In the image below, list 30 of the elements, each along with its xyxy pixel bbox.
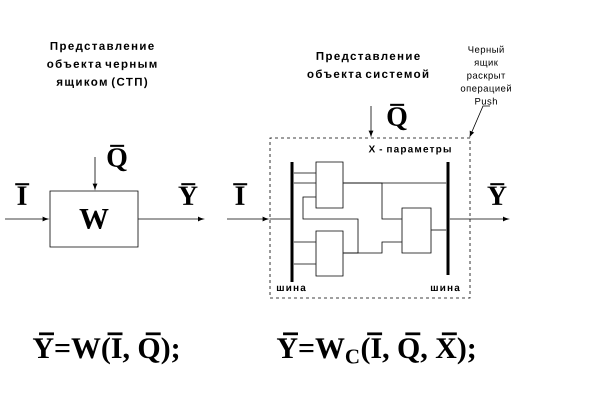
leader-line <box>470 106 490 137</box>
formula: Y̅=W(I̅, Q̅); <box>32 332 178 364</box>
heading: Представление объекта черным ящиком (СТП) <box>47 42 156 88</box>
arrow <box>4 216 48 222</box>
arrow <box>226 216 268 222</box>
connector-line <box>343 182 402 220</box>
formula: Y̅=W$_{C}$(I̅, Q̅, X̅); <box>276 332 474 364</box>
frame-label: X - параметры <box>368 146 451 154</box>
connector-line <box>294 182 316 184</box>
edge-label: Y̅ <box>178 183 198 205</box>
connector-line <box>269 218 290 220</box>
process-box: W <box>50 190 138 248</box>
edge-label: I̅ <box>233 183 248 205</box>
bus-label: шина <box>276 286 306 292</box>
edge-label: Q̅ <box>108 144 127 172</box>
block-box <box>316 230 344 276</box>
heading: Представление объекта системой <box>307 52 428 78</box>
edge-label: Q̅ <box>388 104 407 130</box>
arrow <box>138 216 204 222</box>
arrow <box>368 106 374 136</box>
arrow <box>92 156 98 190</box>
connector-line <box>302 196 358 254</box>
bus-label: шина <box>430 286 460 292</box>
note-text: Черный ящик раскрыт операцией Push <box>460 46 511 105</box>
edge-label: I̅ <box>15 183 30 205</box>
edge-label: Y̅ <box>487 183 507 205</box>
block-box <box>316 162 344 208</box>
connector-line <box>294 172 316 174</box>
arrow <box>450 216 509 222</box>
block-box <box>402 208 432 254</box>
